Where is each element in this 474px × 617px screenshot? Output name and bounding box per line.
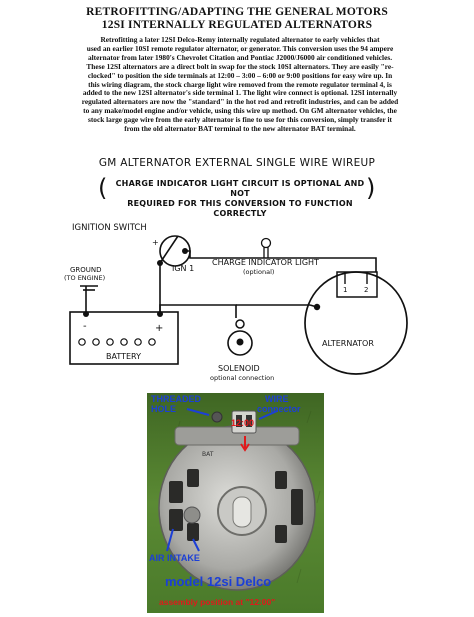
close-paren: ) (366, 174, 376, 202)
alternator-label: ALTERNATOR (322, 339, 374, 348)
note-line-2: REQUIRED FOR THIS CONVERSION TO FUNCTION… (127, 199, 353, 218)
alternator-symbol (304, 271, 408, 375)
open-paren: ( (98, 174, 108, 202)
connector-pin (246, 415, 252, 427)
battery-label: BATTERY (106, 352, 141, 361)
battery-minus-sign: - (83, 321, 87, 332)
document-title-line-2: 12SI INTERNALLY REGULATED ALTERNATORS (101, 19, 373, 31)
air-intake-arrow (192, 538, 200, 552)
wire-connector-label: WIRE connector (257, 394, 301, 414)
battery-cable (159, 304, 237, 318)
air-intake-vents (169, 469, 303, 543)
solenoid-symbol (227, 330, 253, 356)
ground-label: GROUND (70, 266, 102, 274)
solenoid-label: SOLENOID (218, 364, 260, 373)
ignition-switch-lever (159, 235, 179, 264)
paragraph-line: used an earlier 10SI remote regulator al… (86, 43, 394, 53)
model-label: model 12si Delco (165, 574, 271, 589)
paragraph-line: stock large gage wire from the early alt… (87, 115, 393, 125)
battery-cells (78, 338, 156, 346)
paragraph-line: clocked" to position the side terminals … (87, 70, 393, 80)
air-intake-label: AIR INTAKE (149, 553, 200, 563)
battery-box (69, 311, 179, 365)
connector-pin (236, 415, 242, 427)
charge-light-optional: (optional) (243, 268, 274, 276)
wiring-diagram: IGNITION SWITCH + IGN 1 CHARGE INDICATOR… (64, 223, 408, 382)
note-line-1: CHARGE INDICATOR LIGHT CIRCUIT IS OPTION… (115, 179, 365, 198)
solenoid-center (236, 338, 244, 346)
paragraph-line: added to the new 12SI alternator's side … (82, 88, 398, 98)
battery-plus-sign: + (155, 323, 163, 334)
clock-position-label: 12:00 (231, 418, 254, 428)
charge-light-label: CHARGE INDICATOR LIGHT (212, 258, 319, 267)
wire-connector-label-line-2: connector (257, 404, 301, 414)
battery-negative-post (83, 311, 89, 317)
threaded-hole-label-line-2: HOLE (151, 404, 176, 414)
document-title-line-1: RETROFITTING/ADAPTING THE GENERAL MOTORS (86, 6, 388, 18)
wire-connector-label-line-1: WIRE (265, 394, 289, 404)
threaded-hole (211, 411, 223, 423)
terminal-2-label: 2 (364, 286, 368, 294)
light-circuit-wire (185, 250, 377, 272)
paragraph-line: from the old alternator BAT terminal to … (124, 124, 356, 134)
solenoid-optional-label: optional connection (210, 374, 274, 382)
terminal-1-label: 1 (343, 286, 347, 294)
threaded-hole-label: THREADED HOLE (151, 394, 204, 414)
bat-terminal-stud (183, 506, 201, 524)
bearing-cap (232, 496, 252, 528)
ignition-switch-label: IGNITION SWITCH (72, 223, 147, 233)
paragraph-line: These 12SI alternators are a direct bolt… (86, 61, 394, 71)
paragraph-line: regulated alternators are now the "stand… (81, 97, 399, 107)
bat-stamp: BAT (202, 451, 214, 458)
to-engine-label: (TO ENGINE) (64, 274, 105, 282)
threaded-hole-label-line-1: THREADED (151, 394, 202, 404)
bat-lead (309, 304, 318, 308)
alternator-photo-image: BAT THREADED HOLE WIRE connector 12:00 A… (147, 393, 324, 613)
alternator-photo: BAT THREADED HOLE WIRE connector 12:00 A… (147, 393, 324, 613)
assembly-position-label: assembly position at "12:00" (159, 597, 275, 607)
air-intake-arrow (166, 528, 174, 552)
ignition-plus-sign: + (152, 238, 159, 247)
solenoid-terminal (235, 319, 245, 329)
alternator-terminal-plug (336, 271, 378, 298)
optional-note: CHARGE INDICATOR LIGHT CIRCUIT IS OPTION… (112, 179, 368, 219)
diagram-heading: GM ALTERNATOR EXTERNAL SINGLE WIRE WIREU… (98, 157, 376, 169)
paragraph-line: this wiring diagram, the stock charge li… (88, 79, 392, 89)
paragraph-line: alternator from later 1980's Chevrolet C… (87, 52, 393, 62)
intro-paragraph: Retrofitting a later 12SI Delco-Remy int… (38, 35, 442, 134)
ign1-label: IGN 1 (172, 264, 194, 273)
connector-arrow (258, 410, 278, 420)
charge-light-bulb (260, 237, 272, 249)
clock-arrow-head (240, 443, 250, 452)
threaded-hole-arrow (186, 408, 210, 416)
paragraph-line: to any make/model engine and/or vehicle,… (83, 106, 397, 116)
paragraph-line: Retrofitting a later 12SI Delco-Remy int… (100, 35, 380, 44)
